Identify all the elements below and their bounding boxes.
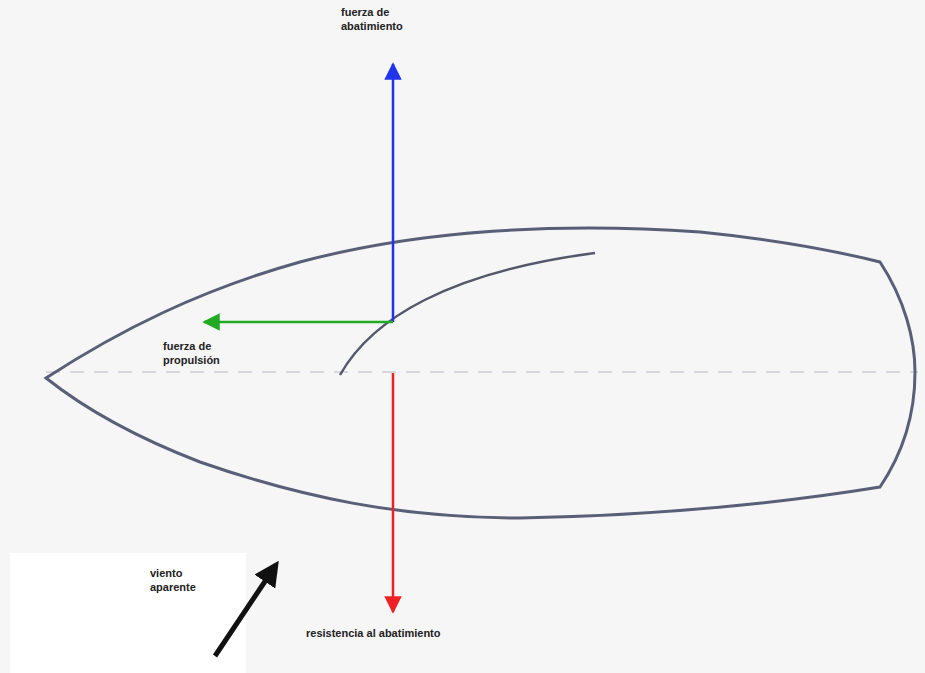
hull-outline [46,228,915,518]
label-patch [10,553,246,673]
centerline [46,371,918,372]
force-label: resistencia al abatimiento [306,627,506,641]
heeling-force-arrow [392,64,395,322]
force-label: fuerza de abatimiento [341,6,423,34]
apparent-wind-arrow [215,565,276,656]
sail [340,253,595,375]
wind-label: viento aparente [150,567,212,595]
force-label: fuerza de propulsión [163,340,241,368]
lateral-resistance-arrow [392,373,395,612]
propulsion-force-arrow [204,321,393,324]
